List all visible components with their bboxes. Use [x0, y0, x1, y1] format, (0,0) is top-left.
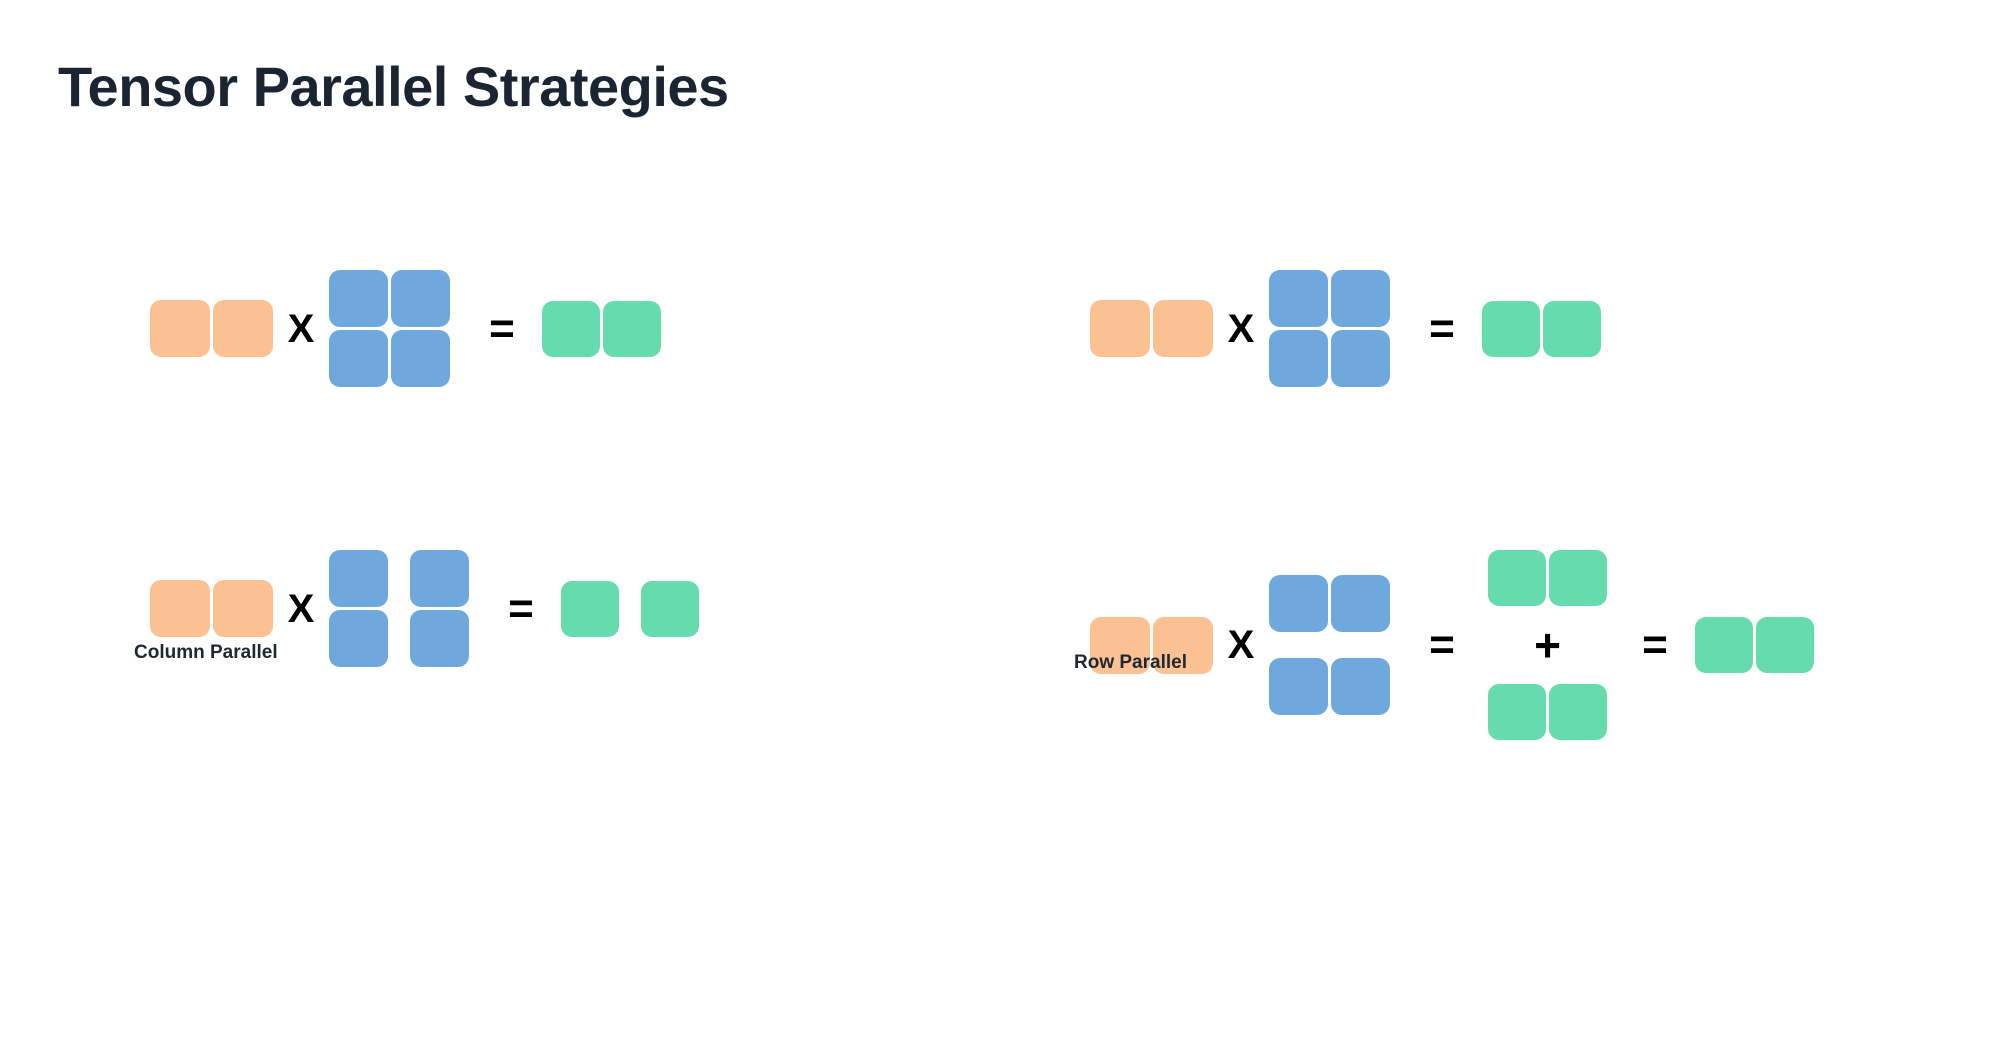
- input-activation-matrix: [150, 300, 273, 357]
- operator-equals-icon: =: [1642, 620, 1668, 669]
- weight-matrix: [1269, 270, 1390, 387]
- partial-sum-group: +: [1488, 550, 1607, 740]
- tile-weight-0-1: [410, 550, 469, 607]
- tile-weight-0-1: [1331, 575, 1390, 632]
- tile-weight-0-1: [1331, 270, 1390, 327]
- input-activation-matrix: [1090, 616, 1213, 674]
- tile-weight-0-0: [1269, 575, 1328, 632]
- tile-partial-0-0: [1488, 550, 1546, 606]
- tile-input-0-1: [1153, 616, 1213, 674]
- operator-equals-icon: =: [1429, 303, 1455, 353]
- partial-output-shard-0: [1488, 550, 1607, 606]
- section-row-parallel: X = X: [1074, 250, 1970, 910]
- tile-input-0-0: [1090, 616, 1150, 674]
- tile-weight-1-0: [329, 610, 388, 667]
- tile-weight-1-1: [410, 610, 469, 667]
- tile-weight-1-0: [1269, 330, 1328, 387]
- tile-weight-1-1: [391, 330, 450, 387]
- input-activation-matrix: [1090, 300, 1213, 357]
- operator-equals-icon: =: [489, 303, 515, 353]
- output-activation-matrix: [1482, 300, 1601, 357]
- weight-matrix-row-sharded: [1269, 575, 1390, 715]
- tile-output-shard-0: [561, 580, 619, 637]
- operator-plus-icon: +: [1534, 619, 1561, 671]
- output-activation-matrix: [1695, 617, 1814, 673]
- input-activation-matrix: [150, 580, 273, 637]
- tile-weight-0-0: [329, 550, 388, 607]
- equation-row-parallel-sharded: X = +: [1090, 550, 1814, 740]
- weight-matrix: [329, 270, 450, 387]
- weight-matrix-row: [1269, 330, 1390, 387]
- output-activation-matrix: [542, 300, 661, 357]
- section-column-parallel: X = X: [134, 250, 950, 890]
- page-title: Tensor Parallel Strategies: [58, 55, 729, 118]
- equation-column-parallel-unsharded: X =: [150, 270, 661, 387]
- weight-shard-column-0: [329, 550, 388, 667]
- tile-input-0-1: [1153, 300, 1213, 357]
- tile-partial-1-1: [1549, 684, 1607, 740]
- tile-weight-1-0: [329, 330, 388, 387]
- weight-matrix-column-sharded: [329, 550, 469, 667]
- tile-input-0-0: [1090, 300, 1150, 357]
- weight-shard-row-0: [1269, 575, 1390, 632]
- weight-matrix-row: [1269, 270, 1390, 327]
- tile-partial-1-0: [1488, 684, 1546, 740]
- weight-matrix-row: [329, 270, 450, 327]
- operator-equals-icon: =: [1429, 620, 1455, 669]
- tile-output-0-0: [542, 300, 600, 357]
- tile-output-0-1: [1756, 617, 1814, 673]
- tile-output-0-1: [603, 300, 661, 357]
- tile-weight-1-1: [1331, 330, 1390, 387]
- tile-output-0-0: [1695, 617, 1753, 673]
- tile-weight-0-0: [1269, 270, 1328, 327]
- operator-equals-icon: =: [508, 583, 534, 633]
- tile-output-0-0: [1482, 300, 1540, 357]
- tile-input-0-0: [150, 580, 210, 637]
- tile-weight-0-0: [329, 270, 388, 327]
- equation-row-parallel-unsharded: X =: [1090, 270, 1601, 387]
- tile-partial-0-1: [1549, 550, 1607, 606]
- caption-column-parallel: Column Parallel: [134, 642, 278, 663]
- tile-weight-1-0: [1269, 658, 1328, 715]
- tile-input-0-1: [213, 300, 273, 357]
- tile-input-0-1: [213, 580, 273, 637]
- partial-output-shard-1: [1488, 684, 1607, 740]
- operator-multiply-icon: X: [1227, 306, 1255, 351]
- tile-input-0-0: [150, 300, 210, 357]
- tile-weight-0-1: [391, 270, 450, 327]
- tile-output-shard-1: [641, 580, 699, 637]
- weight-shard-column-1: [410, 550, 469, 667]
- caption-row-parallel: Row Parallel: [1074, 652, 1187, 673]
- tile-weight-1-1: [1331, 658, 1390, 715]
- weight-shard-row-1: [1269, 658, 1390, 715]
- operator-multiply-icon: X: [287, 586, 315, 631]
- tile-output-0-1: [1543, 300, 1601, 357]
- output-activation-column-sharded: [561, 580, 699, 637]
- operator-multiply-icon: X: [287, 306, 315, 351]
- operator-multiply-icon: X: [1227, 623, 1255, 667]
- equation-column-parallel-sharded: X =: [150, 550, 699, 667]
- weight-matrix-row: [329, 330, 450, 387]
